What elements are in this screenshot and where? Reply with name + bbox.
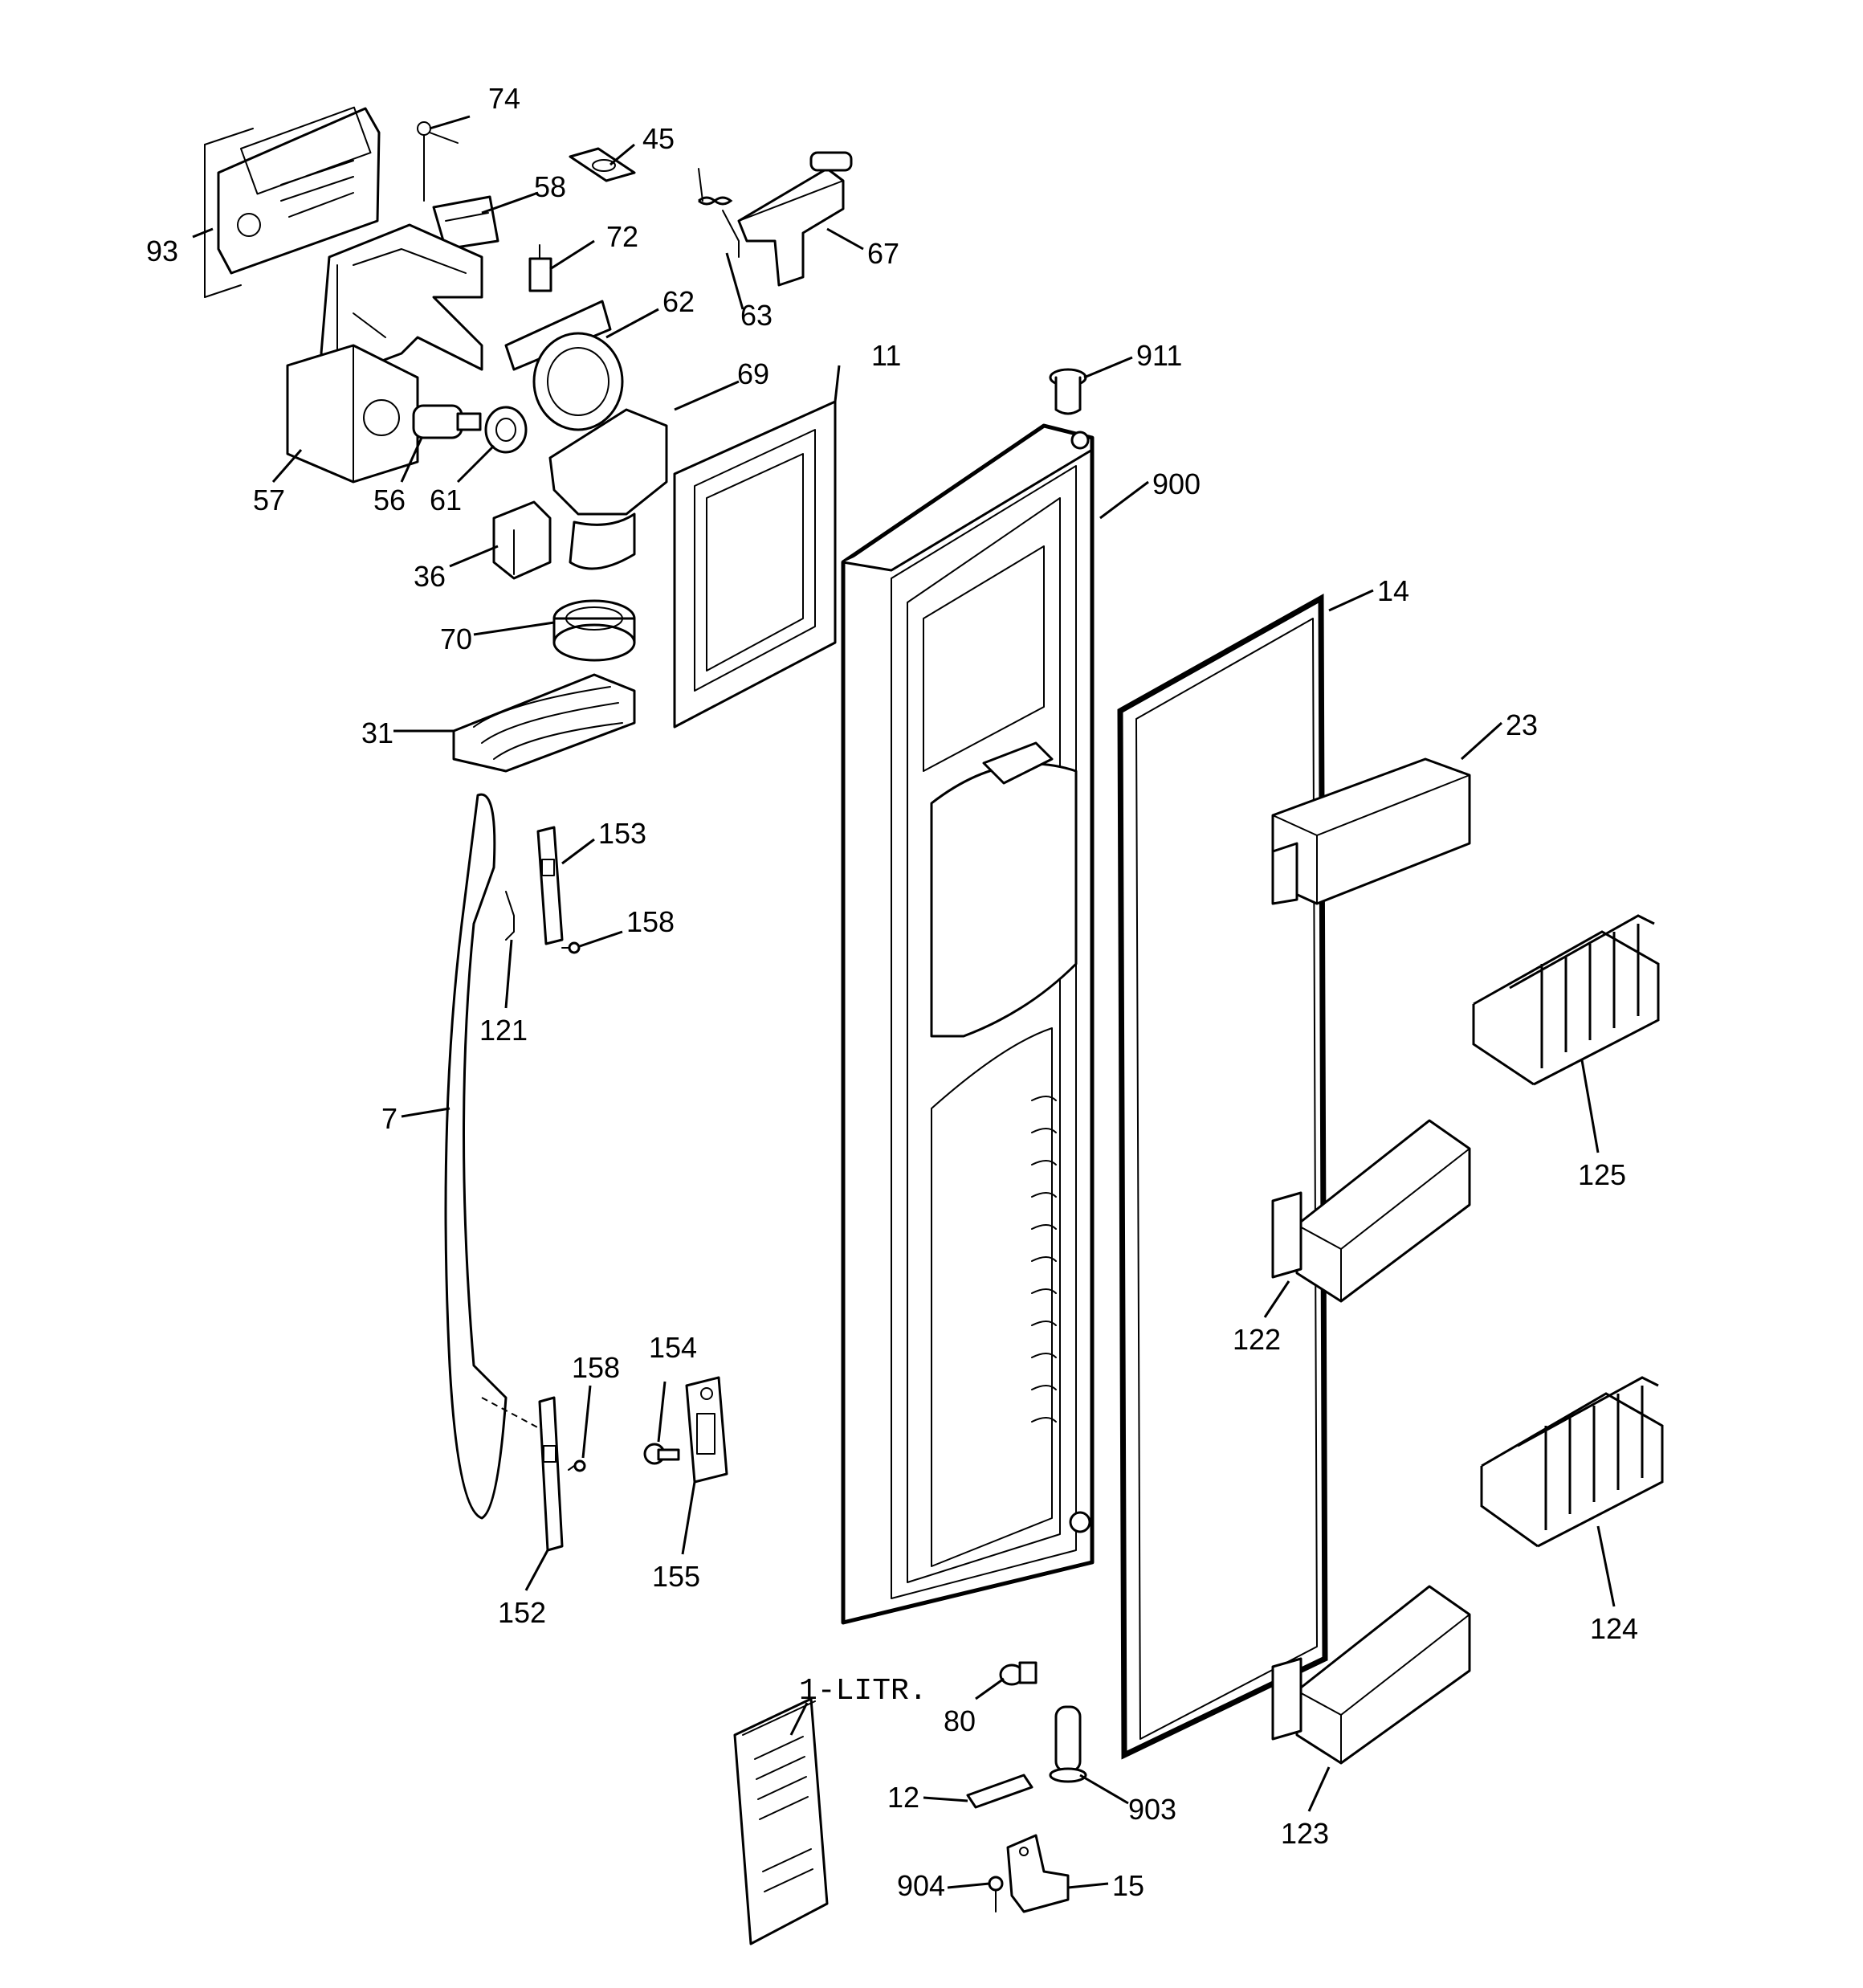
callout-14: 14 [1377,574,1409,607]
callout-36: 36 [414,560,446,593]
part-36-bracket [492,500,552,580]
part-manual-booklet [733,1697,829,1945]
part-903-hinge-pin [1049,1705,1087,1783]
callout-123: 123 [1281,1817,1329,1850]
part-80-plug [999,1661,1037,1686]
part-155-hinge-plate [685,1376,728,1484]
door-shelf-rails [1031,1096,1057,1423]
callout-911: 911 [1136,339,1182,372]
callout-93: 93 [146,235,178,267]
part-911-bushing [1049,368,1087,415]
callout-154: 154 [649,1331,697,1364]
leader-lines [192,115,1616,1889]
part-56-motor [412,404,482,439]
part-124-basket [1480,1376,1664,1548]
part-69-chute [548,408,668,570]
part-7-handle [444,793,508,1520]
callout-121: 121 [479,1014,528,1047]
part-125-basket [1472,914,1660,1086]
callout-7: 7 [381,1102,397,1135]
part-63-spring [698,168,740,258]
part-123-shelf-bin [1271,1585,1471,1765]
callout-labels: 74 45 58 93 72 67 63 62 11 911 69 57 56 … [146,82,1638,1902]
callout-61: 61 [430,484,462,516]
callout-15: 15 [1112,1869,1144,1902]
callout-903: 903 [1128,1793,1176,1826]
part-154-screw [643,1443,680,1465]
callout-152: 152 [498,1596,546,1629]
callout-125: 125 [1578,1158,1626,1191]
part-70-ring [552,599,636,662]
callout-57: 57 [253,484,285,516]
callout-72: 72 [606,220,638,253]
callout-158-lower: 158 [572,1351,620,1384]
callout-155: 155 [652,1560,700,1593]
part-14-gasket [1117,594,1328,1760]
callout-122: 122 [1233,1323,1281,1356]
callout-74: 74 [488,82,520,115]
part-72-switch [528,244,552,292]
callout-63: 63 [740,299,773,332]
part-61-coupler [484,406,528,454]
part-11-frame [673,400,837,729]
part-57-base [286,344,419,484]
callout-70: 70 [440,623,472,655]
callout-12: 12 [887,1781,919,1814]
part-153-bracket [536,826,564,945]
part-74-spring [417,121,459,202]
part-122-shelf-bin [1271,1119,1471,1303]
callout-904: 904 [897,1869,945,1902]
part-15-bottom-hinge [1006,1834,1070,1913]
callout-124: 124 [1590,1612,1638,1645]
part-67-actuator [737,151,853,287]
part-904-screw [988,1876,1004,1912]
callout-1-litr: 1-LITR. [799,1674,927,1708]
part-58-bracket [432,195,499,251]
callout-80: 80 [944,1704,976,1737]
callout-158-upper: 158 [626,905,675,938]
part-158-screw-lower [568,1459,586,1472]
callout-58: 58 [534,170,566,203]
part-62-ring [504,300,624,431]
callout-67: 67 [867,237,899,270]
callout-900: 900 [1152,467,1201,500]
callout-62: 62 [662,285,695,318]
callout-45: 45 [642,122,675,155]
part-23-bin [1271,757,1471,905]
callout-153: 153 [598,817,646,850]
part-31-grille [452,673,636,773]
part-93-control-panel [204,106,381,298]
callout-56: 56 [373,484,406,516]
part-45-plate [569,147,636,182]
callout-23: 23 [1506,708,1538,741]
part-121-clip [505,891,515,941]
callout-11: 11 [871,339,901,372]
part-900-door [841,423,1095,1625]
callout-31: 31 [361,716,393,749]
part-12-shim [966,1774,1033,1809]
callout-69: 69 [737,357,769,390]
part-152-bracket [481,1396,564,1552]
part-158-screw-upper [561,941,581,954]
